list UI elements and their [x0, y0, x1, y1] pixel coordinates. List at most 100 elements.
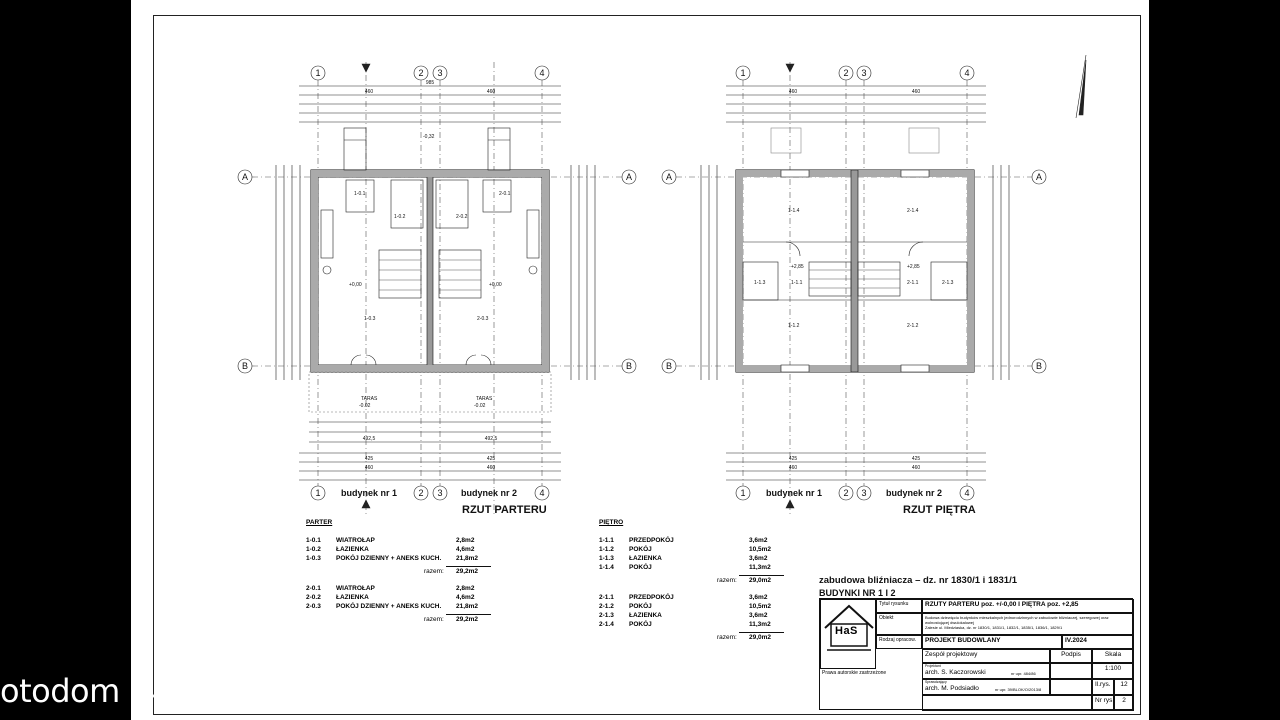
- total-row: razem:29,2m2: [424, 568, 479, 575]
- svg-text:1-1.4: 1-1.4: [788, 208, 800, 214]
- svg-text:A: A: [242, 172, 248, 182]
- total-row: razem:29,0m2: [717, 634, 772, 641]
- tb-scale-label: Skala: [1092, 649, 1134, 663]
- north-arrow: [1075, 54, 1087, 119]
- svg-text:4: 4: [964, 68, 969, 78]
- svg-text:-0.02: -0.02: [359, 403, 371, 409]
- tb-kind-label: Rodzaj opracow.: [876, 635, 922, 649]
- svg-text:TARAS: TARAS: [361, 396, 378, 402]
- svg-text:2-1.2: 2-1.2: [907, 323, 919, 329]
- svg-text:492,5: 492,5: [363, 436, 376, 442]
- svg-text:1-0.2: 1-0.2: [394, 214, 406, 220]
- upper-floor-plan: [661, 62, 1047, 515]
- title-block: HaS Prawa autorskie zastrzeżone Tytuł ry…: [819, 598, 1134, 711]
- svg-text:A: A: [666, 172, 672, 182]
- svg-text:B: B: [666, 361, 672, 371]
- svg-text:460: 460: [789, 465, 798, 471]
- svg-text:1-1.1: 1-1.1: [791, 280, 803, 286]
- dim-top-total: 985: [426, 80, 435, 86]
- total-row: razem:29,0m2: [717, 577, 772, 584]
- building-label: budynek nr 1: [766, 488, 823, 498]
- svg-text:3: 3: [437, 68, 442, 78]
- svg-text:1-0.3: 1-0.3: [364, 316, 376, 322]
- svg-text:2: 2: [843, 488, 848, 498]
- svg-text:460: 460: [365, 89, 374, 95]
- svg-text:2-0.3: 2-0.3: [477, 316, 489, 322]
- svg-text:4: 4: [964, 488, 969, 498]
- drawing-frame: [153, 15, 1141, 715]
- logo-text: HaS: [835, 625, 858, 637]
- svg-text:460: 460: [912, 465, 921, 471]
- parter-header: PARTER: [306, 519, 333, 526]
- svg-text:1-1.3: 1-1.3: [754, 280, 766, 286]
- svg-text:2-0.1: 2-0.1: [499, 191, 511, 197]
- svg-text:3: 3: [861, 68, 866, 78]
- tb-sheets-label: Il.rys.: [1092, 679, 1114, 695]
- building-label: budynek nr 2: [461, 488, 518, 498]
- svg-text:A: A: [1036, 172, 1042, 182]
- svg-text:425: 425: [487, 456, 496, 462]
- tb-empty: [922, 695, 1092, 711]
- logo-cell: HaS: [820, 599, 876, 669]
- tb-title-value: RZUTY PARTERU poz. +/-0,00 I PIĘTRA poz.…: [922, 599, 1134, 613]
- svg-text:3: 3: [861, 488, 866, 498]
- svg-text:425: 425: [789, 456, 798, 462]
- svg-text:+0,00: +0,00: [489, 282, 502, 288]
- building-label: budynek nr 2: [886, 488, 943, 498]
- building-label: budynek nr 1: [341, 488, 398, 498]
- tb-kind-value: PROJEKT BUDOWLANY: [922, 635, 1062, 649]
- svg-text:460: 460: [487, 465, 496, 471]
- svg-text:+0,00: +0,00: [349, 282, 362, 288]
- svg-text:460: 460: [487, 89, 496, 95]
- pietro-header: PIĘTRO: [599, 519, 624, 526]
- svg-text:1-1.2: 1-1.2: [788, 323, 800, 329]
- total-row: razem:29,2m2: [424, 616, 479, 623]
- svg-text:1: 1: [315, 488, 320, 498]
- drawing-sheet: 1 2 3 4 1 2 3 4 A B A B 1 2 3 4 1 2 3 4 …: [131, 0, 1149, 720]
- svg-text:1: 1: [740, 488, 745, 498]
- tb-sheet-no-value: 2: [1114, 695, 1134, 711]
- tb-sign-label: Podpis: [1050, 649, 1092, 663]
- tb-object-label: Obiekt: [876, 613, 922, 635]
- svg-text:2-1.4: 2-1.4: [907, 208, 919, 214]
- svg-text:2: 2: [418, 488, 423, 498]
- svg-text:4: 4: [539, 68, 544, 78]
- svg-text:492,5: 492,5: [485, 436, 498, 442]
- tb-sheet-no-label: Nr rys.: [1092, 695, 1114, 711]
- svg-text:A: A: [626, 172, 632, 182]
- tb-date: IV.2024: [1062, 635, 1134, 649]
- svg-text:B: B: [626, 361, 632, 371]
- svg-text:+2,85: +2,85: [907, 264, 920, 270]
- svg-text:2-0.2: 2-0.2: [456, 214, 468, 220]
- copyright: Prawa autorskie zastrzeżone: [822, 670, 887, 676]
- tb-scale-value: 1:100: [1092, 663, 1134, 679]
- svg-text:4: 4: [539, 488, 544, 498]
- tb-designer: Projektant arch. S. Kaczorowski nr upr. …: [922, 663, 1050, 679]
- tb-team-label: Zespół projektowy: [922, 649, 1050, 663]
- svg-text:+2,85: +2,85: [791, 264, 804, 270]
- svg-text:2: 2: [418, 68, 423, 78]
- svg-text:-0.02: -0.02: [474, 403, 486, 409]
- svg-text:3: 3: [437, 488, 442, 498]
- ground-plan-title: RZUT PARTERU: [462, 504, 547, 516]
- tb-sign-2: [1050, 679, 1092, 695]
- upper-plan-title: RZUT PIĘTRA: [903, 504, 976, 516]
- svg-text:460: 460: [912, 89, 921, 95]
- svg-text:B: B: [1036, 361, 1042, 371]
- svg-text:2-1.1: 2-1.1: [907, 280, 919, 286]
